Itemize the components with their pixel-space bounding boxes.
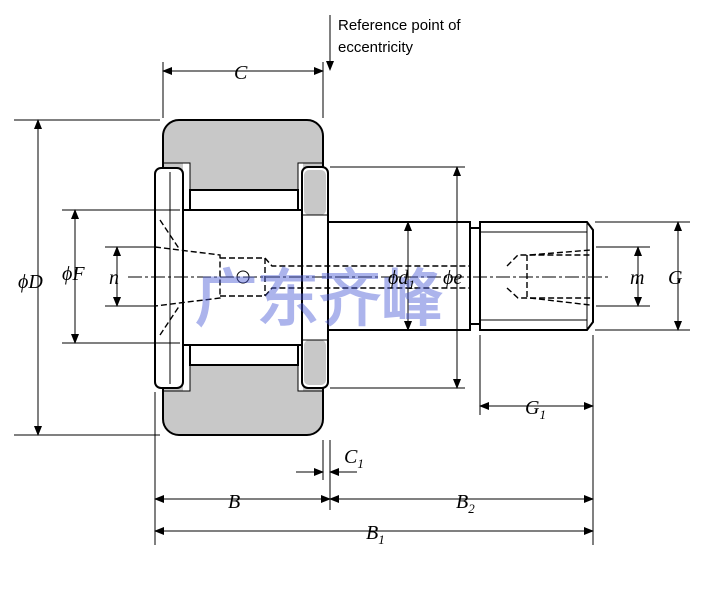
label-G1: G1 bbox=[525, 397, 546, 422]
label-F: ϕF bbox=[62, 263, 85, 285]
label-B2: B2 bbox=[456, 491, 475, 516]
annotation-line2: eccentricity bbox=[338, 39, 414, 56]
label-n: n bbox=[109, 267, 119, 289]
label-C1: C1 bbox=[344, 446, 364, 471]
dimension-lines bbox=[34, 15, 682, 535]
label-m: m bbox=[630, 267, 644, 289]
shaft bbox=[327, 221, 471, 331]
label-G: G bbox=[668, 267, 683, 289]
label-D: ϕD bbox=[18, 271, 43, 293]
annotation-line1: Reference point of bbox=[338, 17, 461, 34]
label-d1: ϕd1 bbox=[388, 267, 415, 292]
watermark: 广东齐峰 bbox=[195, 262, 443, 335]
roller-bottom bbox=[189, 344, 299, 366]
label-e: ϕe bbox=[443, 267, 462, 289]
label-B1: B1 bbox=[366, 522, 385, 547]
shaft-neck bbox=[469, 227, 481, 325]
hidden-lines bbox=[154, 219, 593, 336]
label-C: C bbox=[234, 62, 248, 84]
roller-top bbox=[189, 189, 299, 211]
extension-lines bbox=[14, 62, 690, 545]
label-B: B bbox=[228, 491, 240, 513]
side-plate bbox=[154, 167, 184, 389]
thread bbox=[479, 221, 594, 331]
